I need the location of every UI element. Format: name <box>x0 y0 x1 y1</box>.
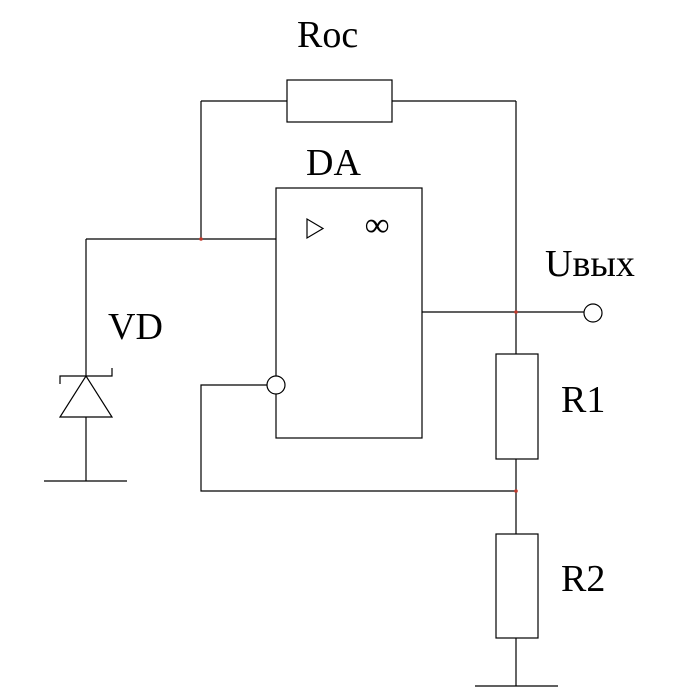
label-vd: VD <box>108 306 163 348</box>
junction-node <box>514 489 518 493</box>
label-r2: R2 <box>561 558 605 600</box>
zener-diode-vd <box>58 368 114 418</box>
resistor-r2 <box>495 533 539 639</box>
resistor-r1 <box>495 353 539 460</box>
inverting-input-bubble <box>266 375 286 395</box>
label-da: DA <box>306 142 361 184</box>
junction-node <box>514 310 518 314</box>
amplifier-triangle-icon <box>306 217 325 240</box>
label-r1: R1 <box>561 379 605 421</box>
opamp-da <box>266 187 423 439</box>
infinity-symbol: ∞ <box>365 207 389 244</box>
label-uout: Uвых <box>545 243 635 285</box>
label-roc: Roc <box>297 14 358 56</box>
wire-inverting-feedback <box>200 384 516 492</box>
junction-node <box>199 237 203 241</box>
feedback-resistor-roc <box>201 79 516 123</box>
output-terminal <box>583 303 603 323</box>
